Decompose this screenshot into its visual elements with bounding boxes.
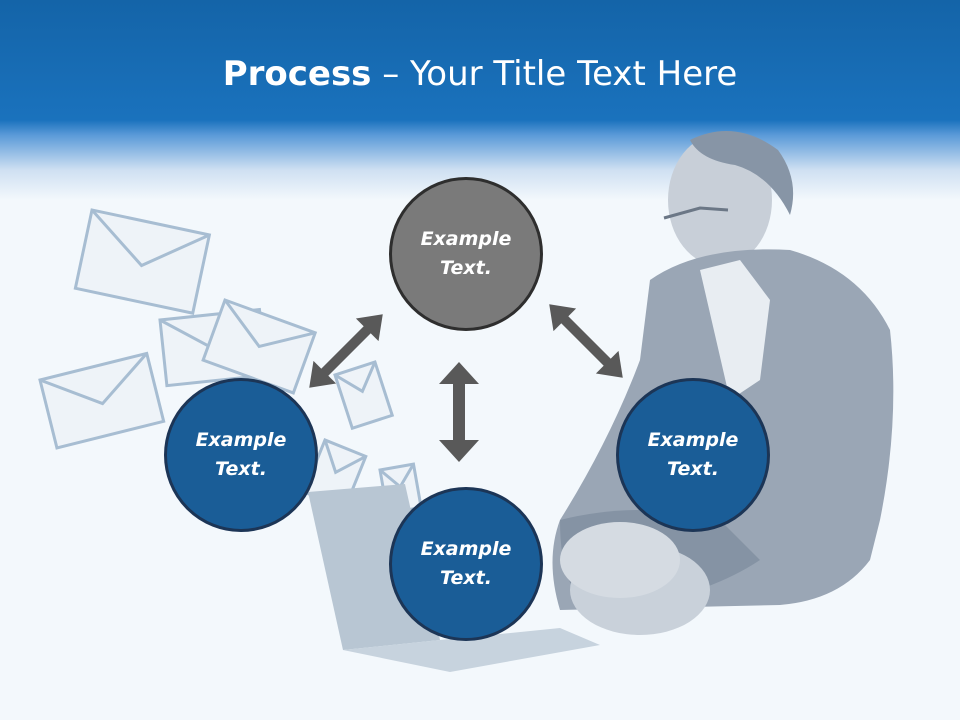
node-bottom: Example Text. bbox=[389, 487, 543, 641]
arrow-vertical bbox=[439, 362, 479, 462]
node-top: Example Text. bbox=[389, 177, 543, 331]
node-bottom-line2: Text. bbox=[440, 567, 492, 589]
node-right-line2: Text. bbox=[667, 458, 719, 480]
header-band bbox=[0, 0, 960, 200]
node-bottom-line1: Example bbox=[420, 538, 512, 560]
node-top-line2: Text. bbox=[440, 257, 492, 279]
node-left: Example Text. bbox=[164, 378, 318, 532]
title-bold: Process bbox=[222, 54, 372, 94]
node-left-line2: Text. bbox=[215, 458, 267, 480]
title-rest: – Your Title Text Here bbox=[371, 54, 738, 94]
arrow-top-right bbox=[549, 304, 623, 378]
node-left-line1: Example bbox=[195, 429, 287, 451]
node-right-line1: Example bbox=[647, 429, 739, 451]
node-right: Example Text. bbox=[616, 378, 770, 532]
arrow-top-left bbox=[309, 314, 383, 388]
slide-title: Process – Your Title Text Here bbox=[0, 52, 960, 96]
node-top-line1: Example bbox=[420, 228, 512, 250]
